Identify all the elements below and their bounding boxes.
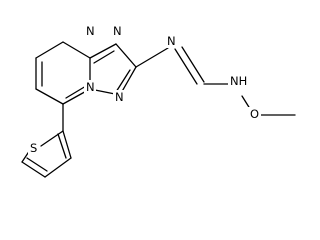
bond <box>62 130 72 159</box>
bond <box>115 69 131 93</box>
atom-n-triazole-bottom: N <box>115 90 124 104</box>
pyrimidine-ring <box>35 41 91 105</box>
thiophene-ring <box>21 103 72 178</box>
bond <box>115 43 137 68</box>
atom-n-bridgehead: N <box>86 80 95 94</box>
bond <box>57 133 67 159</box>
atom-n-imine: N <box>167 34 176 48</box>
atom-n-pyrimidine: N <box>86 24 95 38</box>
bond <box>93 50 115 64</box>
chemical-structure-diagram: N N N N N NH O S <box>21 24 296 178</box>
bond <box>135 47 169 68</box>
triazole-ring <box>89 43 137 96</box>
atom-s-thiophene: S <box>30 141 37 155</box>
bond <box>21 161 46 178</box>
bond <box>26 157 48 172</box>
bond <box>65 85 87 99</box>
bond <box>174 48 198 85</box>
bond <box>181 46 205 83</box>
atom-o-methoxy: O <box>250 107 259 121</box>
side-chain <box>135 46 296 116</box>
bond <box>62 41 91 59</box>
bond <box>44 157 72 178</box>
bond <box>40 130 64 147</box>
atom-labels: N N N N N NH O S <box>28 24 261 155</box>
bond <box>35 88 64 105</box>
bond <box>89 43 117 59</box>
atom-nh-amine: NH <box>230 74 247 88</box>
bond <box>35 41 64 59</box>
atom-n-triazole-right: N <box>113 24 122 38</box>
